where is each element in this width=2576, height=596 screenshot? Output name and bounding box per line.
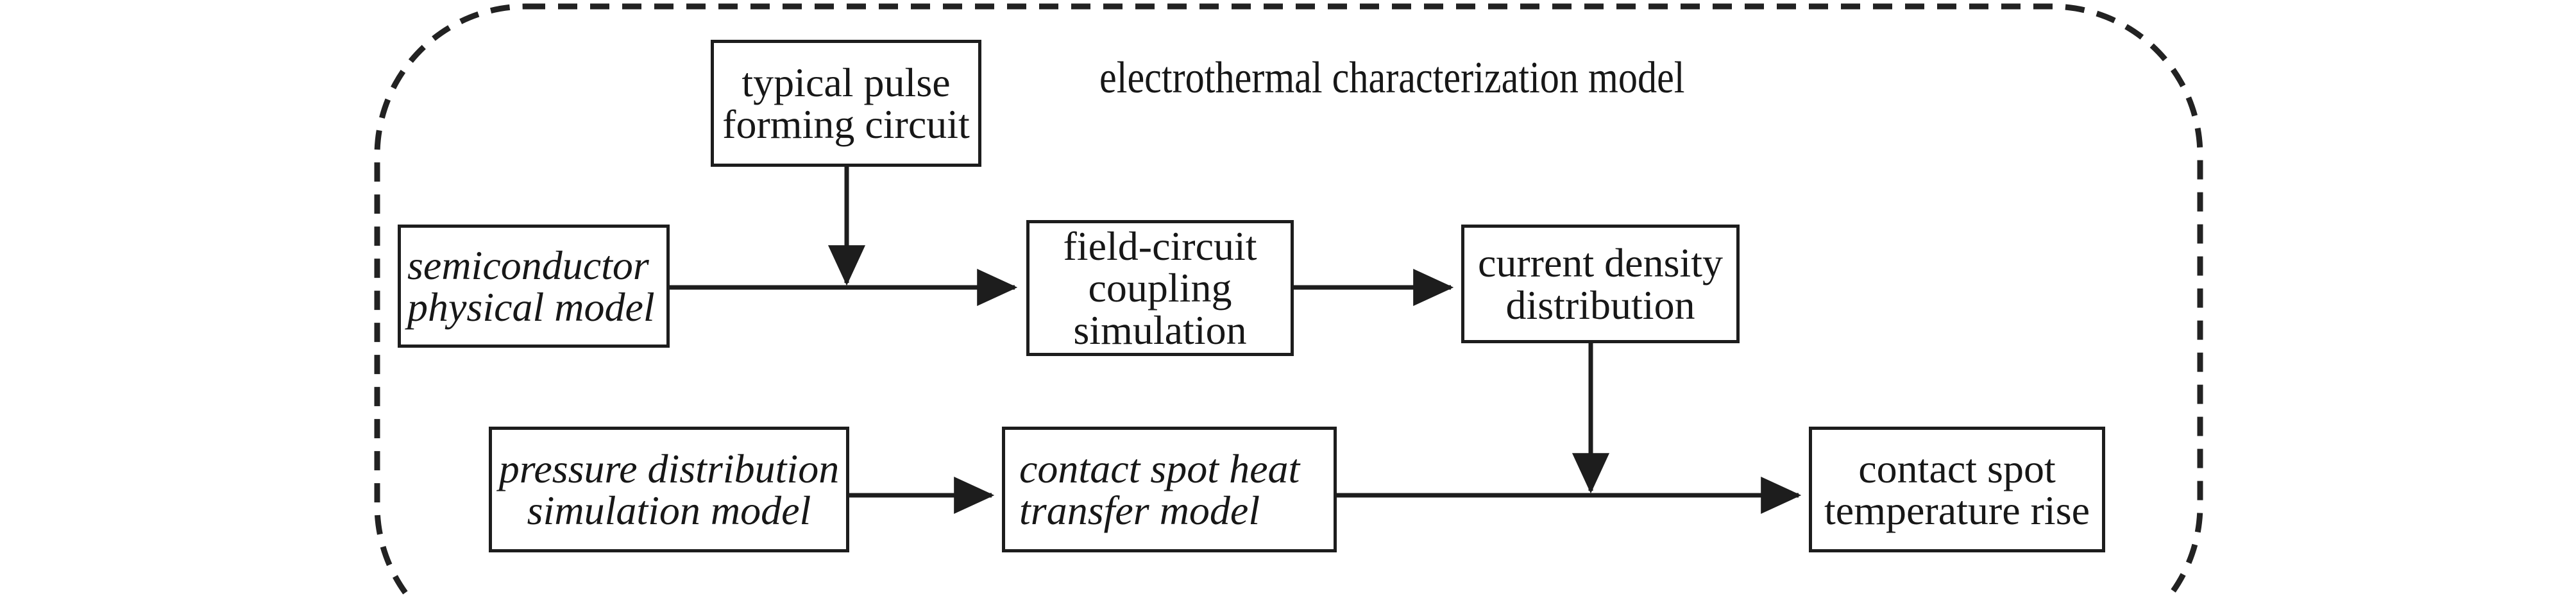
node-pressure-distribution-simulation-model[interactable]: pressure distribution simulation model: [489, 427, 849, 552]
node-contact-spot-temperature-rise[interactable]: contact spot temperature rise: [1809, 427, 2105, 552]
node-line: forming circuit: [722, 101, 970, 147]
node-line: pressure distribution: [498, 445, 840, 491]
node-line: contact spot heat: [1019, 445, 1300, 491]
node-semiconductor-physical-model[interactable]: semiconductor physical model: [398, 225, 670, 348]
node-line: contact spot: [1858, 445, 2056, 491]
node-line: temperature rise: [1824, 488, 2090, 533]
node-current-density-distribution[interactable]: current density distribution: [1461, 225, 1740, 343]
node-line: coupling: [1088, 265, 1232, 311]
node-line: transfer model: [1019, 488, 1260, 533]
node-field-circuit-coupling-simulation[interactable]: field-circuit coupling simulation: [1026, 220, 1294, 356]
node-contact-spot-heat-transfer-model[interactable]: contact spot heat transfer model: [1002, 427, 1337, 552]
group-title-text: electrothermal characterization model: [1099, 53, 1685, 103]
node-line: physical model: [407, 284, 655, 330]
node-line: semiconductor: [407, 242, 649, 288]
node-line: distribution: [1505, 282, 1695, 328]
node-line: typical pulse: [741, 59, 951, 105]
node-line: simulation: [1073, 307, 1247, 353]
node-line: simulation model: [527, 488, 811, 533]
node-line: field-circuit: [1063, 223, 1257, 269]
node-line: current density: [1477, 240, 1724, 286]
group-title: electrothermal characterization model: [1099, 53, 1685, 104]
node-typical-pulse-forming-circuit[interactable]: typical pulse forming circuit: [711, 40, 981, 167]
